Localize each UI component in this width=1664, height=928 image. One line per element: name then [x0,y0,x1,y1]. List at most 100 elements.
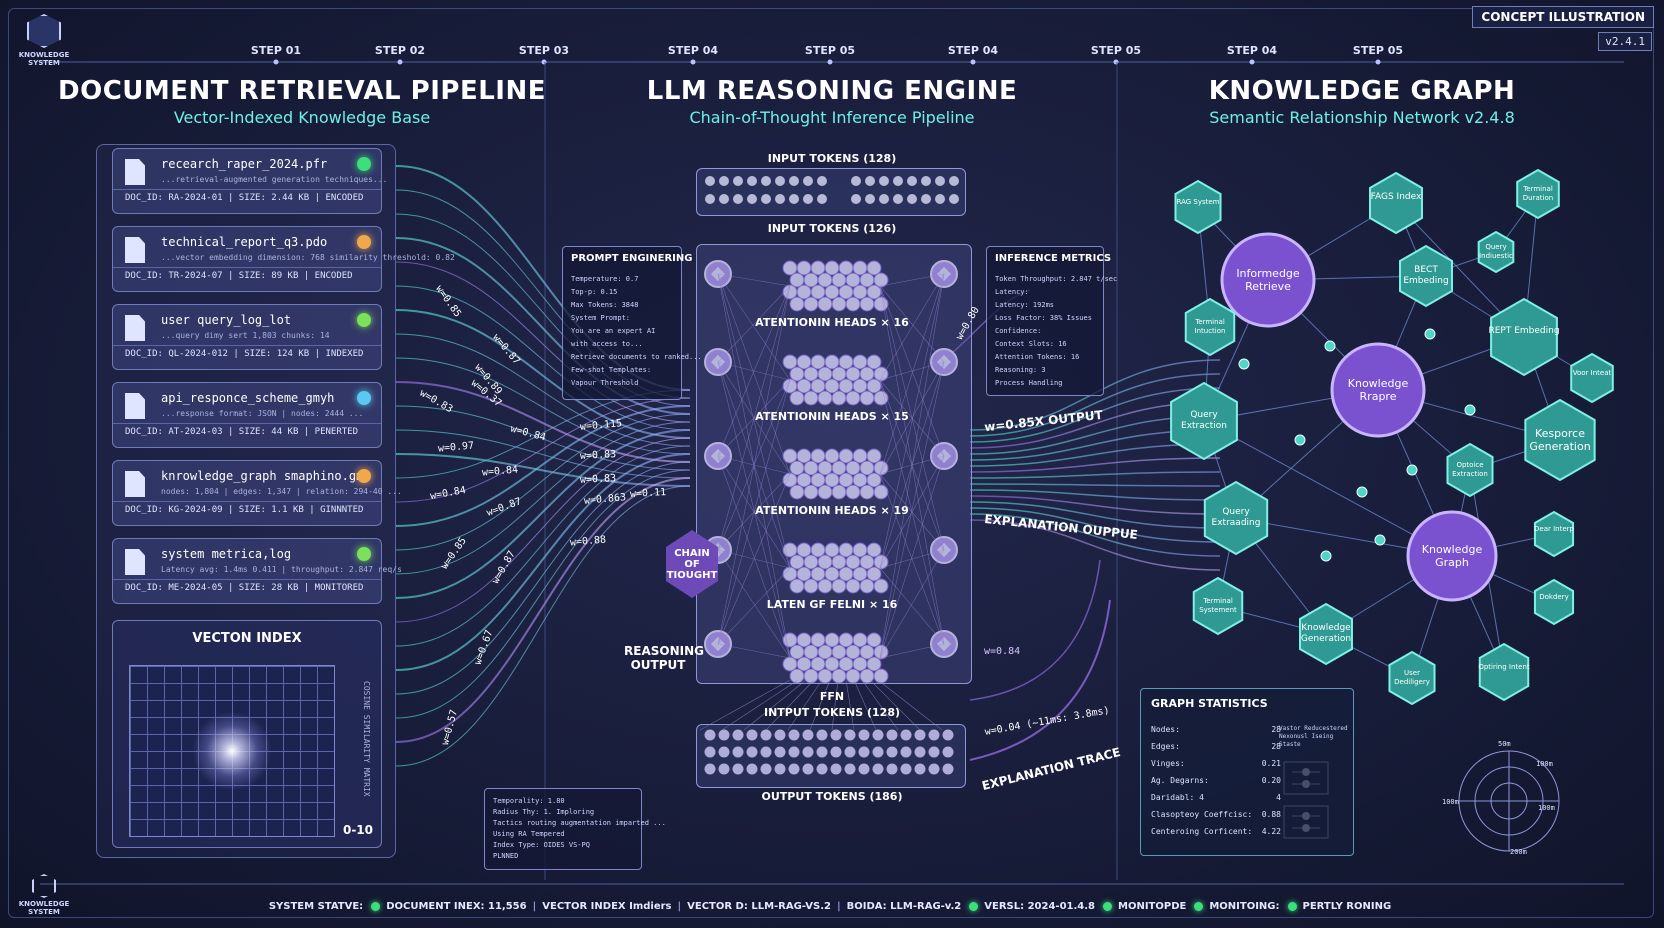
document-name: user query_log_lot [161,313,292,327]
document-meta: DOC_ID: ME-2024-05 | SIZE: 28 KB | MONIT… [125,583,364,593]
stat-value: 0.88 [1261,810,1281,819]
document-meta: DOC_ID: AT-2024-03 | SIZE: 44 KB | PENER… [125,427,358,437]
graph-node-shape[interactable] [1524,398,1596,482]
document-meta: DOC_ID: KG-2024-09 | SIZE: 1.1 KB | GINN… [125,505,364,515]
weight-label: w=0.83 [579,473,617,486]
radar-graphic [1458,750,1560,852]
step-label: STEP 04 [667,44,719,57]
graph-node-shape[interactable] [1174,179,1222,235]
info-line: Index Type: OIDES VS-PQ [493,841,590,849]
stat-key: Vinges: [1151,759,1185,768]
radar-label: 100m [1442,798,1459,806]
graph-node-shape[interactable] [1399,244,1453,308]
graph-node-shape[interactable] [1192,576,1244,636]
status-item: BOIDA: LLM-RAG-v.2 [846,900,962,912]
step-label: STEP 02 [374,44,426,57]
radar-widget: 50m 100m 100m 100m 200m [1442,740,1564,856]
info-line: Radius Thy: 1. Imploring [493,808,595,816]
output-token-box [696,724,966,788]
graph-node-shape[interactable] [1490,297,1558,377]
ffn-label: FFN [819,690,845,703]
document-card[interactable]: technical_report_q3.pdo...vector embeddi… [112,226,455,292]
graph-stats-title: GRAPH STATISTICS [1151,697,1268,710]
weight-label: w=0.11 [629,487,667,500]
graph-node-label: Terminal Duration [1522,185,1554,202]
graph-node-shape[interactable] [1184,297,1236,357]
file-icon [125,237,145,263]
graph-node-shape[interactable] [1478,642,1530,702]
graph-node-shape[interactable] [1406,510,1498,602]
graph-node-shape[interactable] [1299,602,1353,666]
status-dot-icon [357,157,371,171]
top-logo: KNOWLEDGE SYSTEM [14,14,74,67]
info-line: Tactics routing augmentation imparted ..… [493,819,666,827]
document-card[interactable]: api_responce_scheme_gmyh...response form… [112,382,382,448]
graph-node-shape[interactable] [1533,578,1575,626]
graph-node-shape[interactable] [1388,650,1436,706]
document-name: system metrica,log [161,547,292,561]
document-description: Latency avg: 1.4ms 0.411 | throughput: 2… [161,565,402,574]
stat-value: 4 [1276,793,1281,802]
layer-label: ATENTIONIN HEADS × 19 [755,504,909,517]
graph-node-shape[interactable] [1446,442,1494,498]
graph-node-shape[interactable] [1170,381,1238,461]
graph-node-label: Query Indiuestic [1479,243,1513,260]
info-line: Latency: [995,288,1029,296]
info-line: Max Tokens: 3848 [571,301,639,309]
info-line: System Prompt: [571,314,631,322]
graph-node-shape[interactable] [1477,230,1515,274]
status-divider: | [836,900,841,912]
status-dot-icon [1194,901,1204,911]
divider [113,345,381,346]
logo-text: KNOWLEDGE SYSTEM [18,51,70,67]
document-description: ...retrieval-augmented generation techni… [161,175,388,184]
engine-subtitle: Chain-of-Thought Inference Pipeline [689,108,975,127]
step-label: STEP 01 [250,44,302,57]
graph-node-shape[interactable] [1533,510,1575,558]
stat-key: Nodes: [1151,725,1180,734]
info-line: Temperature: 0.7 [571,275,639,283]
file-icon [125,315,145,341]
stat-value: 4.22 [1261,827,1281,836]
document-card[interactable]: recearch_raper_2024.pfr ...retrieval-augm… [112,148,387,214]
step-label: STEP 05 [804,44,856,57]
info-line: PLNNED [493,852,519,860]
graph-node-shape[interactable] [1220,232,1316,328]
graph-node-shape[interactable] [1203,480,1269,556]
document-name: recearch_raper_2024.pfr [161,157,328,171]
status-dot-icon [371,901,381,911]
graph-node-shape[interactable] [1516,168,1560,220]
status-item: VERSL: 2024-01.4.8 [984,900,1096,912]
status-item: VECTOR D: LLM-RAG-VS.2 [687,900,831,912]
stat-value: 28 [1271,725,1281,734]
radar-label: 100m [1538,804,1555,812]
layer-label: ATENTIONIN HEADS × 15 [755,410,909,423]
info-line: Top-p: 0.15 [571,288,618,296]
status-dot-icon [357,469,371,483]
graph-node-shape[interactable] [1570,352,1614,404]
status-dot-icon [357,547,371,561]
graph-node-label: FAGS Index [1370,192,1422,202]
status-dot-icon [357,313,371,327]
file-icon [125,549,145,575]
stat-value: 28 [1271,742,1281,751]
transformer-block [696,244,972,684]
output-tokens-label: OUTPUT TOKENS (186) [761,790,903,803]
radar-label: 200m [1510,848,1527,856]
status-item: MONITOING: [1209,900,1280,912]
stat-key: Centeroing Corficent: [1151,827,1253,836]
graph-node-shape[interactable] [1369,171,1423,235]
graph-node-shape[interactable] [1330,342,1426,438]
stat-value: 0.21 [1261,759,1281,768]
status-label: SYSTEM STATVE: [268,900,364,912]
document-card[interactable]: user query_log_lot...query dimy sert 1,8… [112,304,382,370]
divider [113,579,381,580]
layer-label: LATEN GF FELNI × 16 [766,598,898,611]
status-item: VECTOR INDEX Imdiers [542,900,672,912]
step-label: STEP 05 [1090,44,1142,57]
document-description: ...vector embedding dimension: 768 simil… [161,253,455,262]
